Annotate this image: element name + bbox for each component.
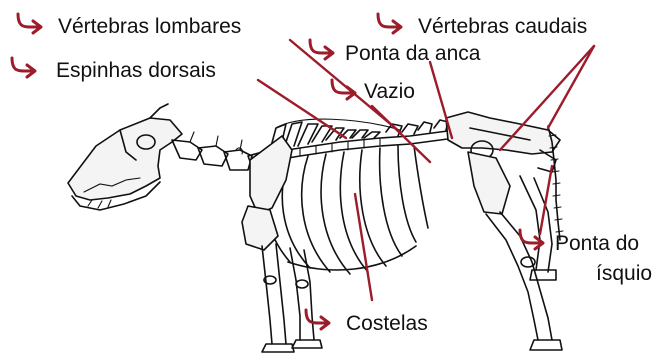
label-text: Ponta da anca <box>345 42 481 65</box>
hooked-arrow-icon <box>12 58 35 77</box>
skull <box>68 104 182 210</box>
horse-skeleton-illustration <box>68 104 563 352</box>
pointer-line-vertebras-caudais-2 <box>548 46 594 128</box>
label-text-line2: ísquio <box>596 262 652 285</box>
label-ponta-da-anca: Ponta da anca <box>310 40 481 65</box>
label-vazio: Vazio <box>332 80 415 103</box>
label-text-line1: Ponta do <box>555 232 639 255</box>
hooked-arrow-icon <box>378 14 401 33</box>
label-text: Espinhas dorsais <box>56 59 216 82</box>
label-text: Vértebras lombares <box>58 15 241 38</box>
label-text: Vértebras caudais <box>418 15 587 38</box>
pelvis <box>446 112 560 172</box>
pointer-line-costelas <box>355 194 372 300</box>
label-text: Costelas <box>346 312 428 335</box>
label-vertebras-lombares: Vértebras lombares <box>18 14 241 38</box>
hindleg <box>468 152 562 350</box>
pointer-line-ponta-da-anca <box>430 62 452 138</box>
label-text: Vazio <box>364 80 415 103</box>
hooked-arrow-icon <box>18 14 41 33</box>
label-vertebras-caudais: Vértebras caudais <box>378 14 587 38</box>
label-espinhas-dorsais: Espinhas dorsais <box>12 58 216 82</box>
hooked-arrow-icon <box>332 80 355 99</box>
backbone <box>262 120 470 162</box>
label-costelas: Costelas <box>306 310 428 335</box>
hooked-arrow-icon <box>310 40 333 59</box>
hooked-arrow-icon <box>306 310 329 329</box>
